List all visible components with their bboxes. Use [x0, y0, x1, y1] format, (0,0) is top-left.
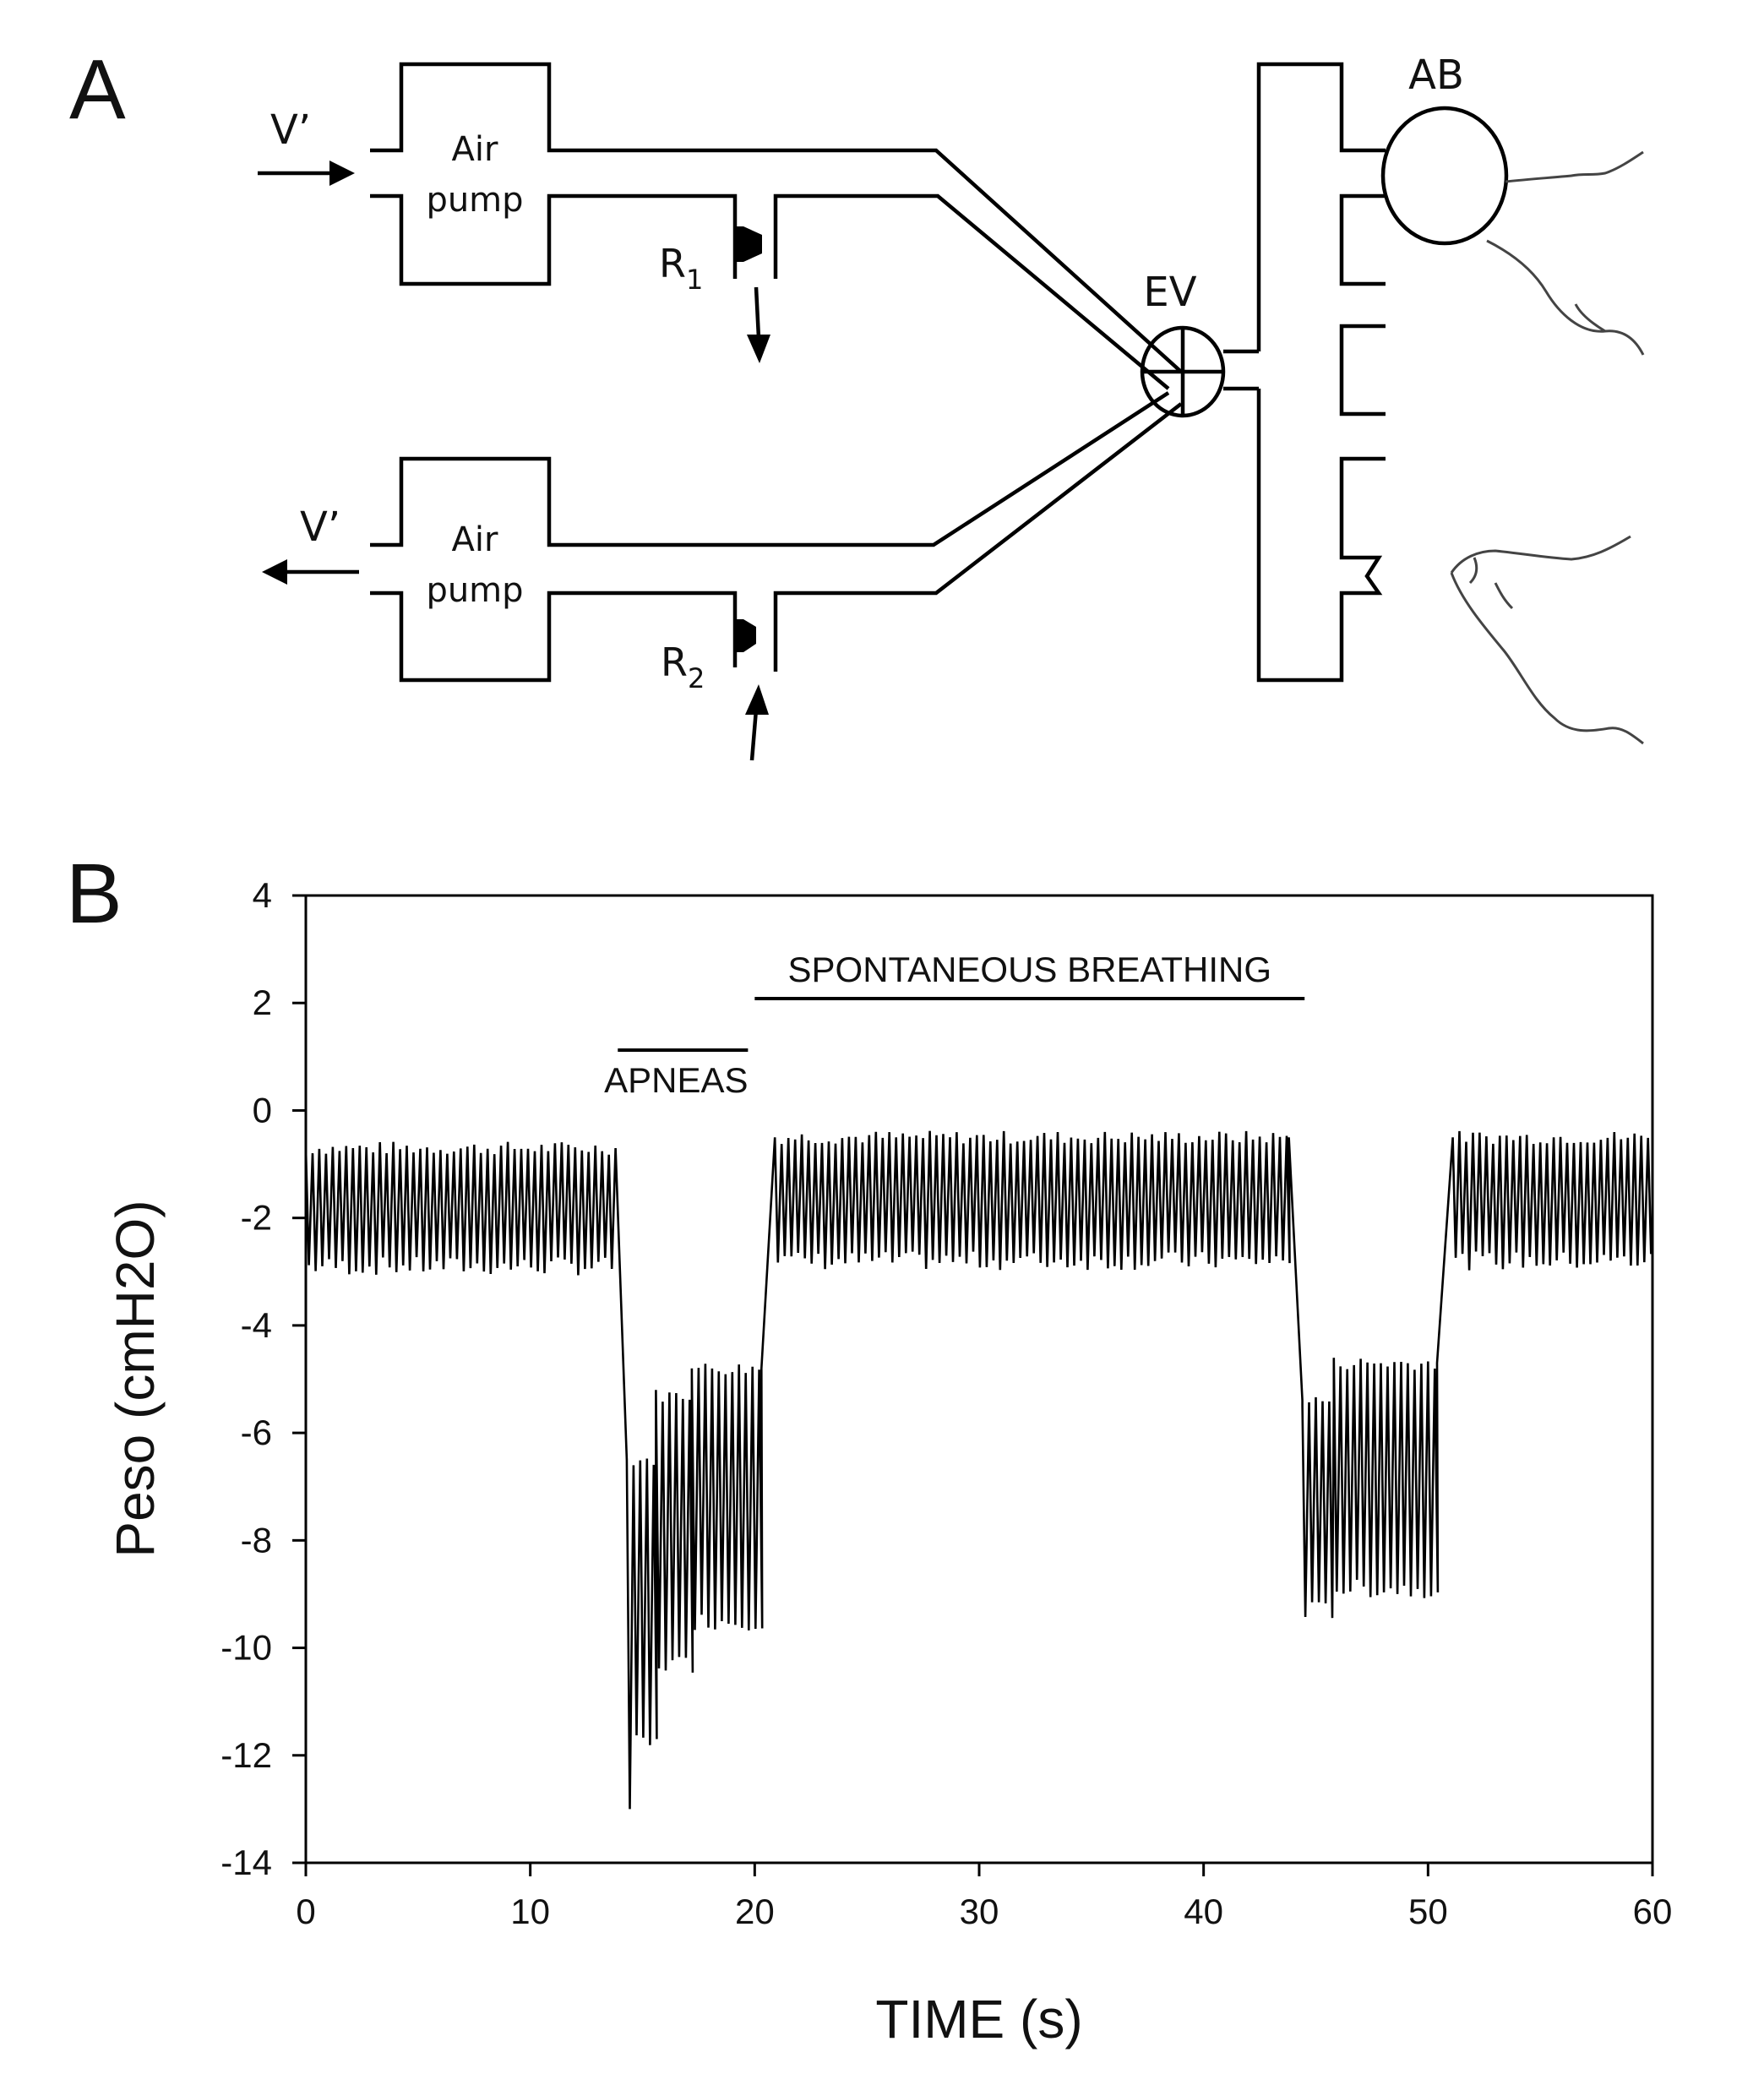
y-tick-label: -6 — [241, 1413, 272, 1452]
valve-ev-label: EV — [1143, 269, 1196, 316]
plot-frame — [304, 894, 1654, 1865]
r2-arrow-icon — [745, 684, 769, 715]
y-axis-ticks: -14 -12 -10 -8 -6 -4 -2 0 2 4 — [220, 875, 306, 1882]
peso-trace-series — [304, 1130, 1652, 1810]
x-axis-label: TIME (s) — [875, 1989, 1082, 2050]
y-tick-label: -4 — [241, 1305, 272, 1345]
y-axis-label: Peso (cmH2O) — [105, 1200, 166, 1557]
y-tick-label: -2 — [241, 1198, 272, 1238]
flow-out-label: V’ — [300, 504, 340, 551]
x-tick-label: 60 — [1633, 1892, 1673, 1931]
box-middle-segment-2 — [1339, 324, 1386, 416]
apneas-annotation: APNEAS — [604, 1060, 748, 1100]
y-tick-label: 2 — [253, 983, 272, 1022]
panel-a-letter: A — [69, 42, 126, 137]
air-pump-bottom-label-line2: pump — [426, 571, 523, 610]
y-tick-label: -14 — [220, 1843, 272, 1882]
y-tick-label: -8 — [241, 1520, 272, 1560]
y-tick-label: -10 — [220, 1628, 272, 1668]
animal-head-bottom-sketch — [1450, 535, 1644, 745]
resistor-r1-shape — [735, 226, 762, 262]
panel-a-schematic: A V’ — [69, 42, 1645, 761]
y-tick-label: -12 — [220, 1735, 272, 1775]
panel-b-chart: B -14 -12 -10 -8 -6 -4 -2 0 2 4 0 10 20 30 40 50 60 APN… — [66, 847, 1672, 2050]
box-left-wall-lower — [1256, 389, 1386, 683]
panel-b-letter: B — [66, 847, 122, 941]
tube-bottom-lower — [773, 402, 1183, 672]
r2-arrow-shaft — [749, 709, 759, 761]
x-tick-label: 50 — [1408, 1892, 1448, 1931]
x-axis-ticks: 0 10 20 30 40 50 60 — [296, 1863, 1672, 1931]
r1-arrow-icon — [747, 335, 770, 363]
spontaneous-breathing-annotation: SPONTANEOUS BREATHING — [788, 950, 1272, 989]
tube-top-lower — [773, 193, 1170, 390]
airway-balloon-ab — [1380, 106, 1509, 246]
resistor-r2-letter: R — [661, 640, 688, 685]
air-pump-top-label-line1: Air — [452, 130, 498, 169]
air-pump-top-label-line2: pump — [426, 181, 523, 220]
air-pump-top-body — [370, 62, 1183, 373]
y-tick-label: 4 — [253, 875, 272, 915]
resistor-r1-letter: R — [659, 241, 686, 286]
balloon-ab-label: AB — [1408, 52, 1464, 99]
resistor-r1-label: R1 — [659, 241, 703, 296]
x-tick-label: 20 — [735, 1892, 775, 1931]
air-pump-bottom-body-lower — [370, 591, 738, 683]
air-pump-bottom-label-line1: Air — [452, 520, 498, 559]
electrovalve-cross — [1142, 328, 1223, 416]
x-tick-label: 40 — [1184, 1892, 1223, 1931]
x-tick-label: 0 — [296, 1892, 315, 1931]
arrow-out-icon — [262, 559, 287, 585]
animal-head-top-sketch — [1486, 150, 1645, 356]
flow-in-label: V’ — [270, 106, 311, 154]
x-tick-label: 30 — [960, 1892, 999, 1931]
resistor-r2-subscript: 2 — [688, 662, 705, 694]
y-tick-label: 0 — [253, 1090, 272, 1130]
resistor-r1-subscript: 1 — [686, 264, 703, 296]
r1-arrow-shaft — [754, 286, 761, 339]
resistor-r2-label: R2 — [661, 640, 705, 694]
arrow-in-icon — [329, 161, 355, 186]
air-pump-bottom-body — [370, 391, 1170, 547]
box-middle-segment-1 — [1339, 193, 1386, 286]
valve-to-box-tube — [1223, 349, 1259, 391]
air-pump-top-body-lower — [370, 193, 738, 286]
box-left-wall — [1256, 62, 1386, 351]
x-tick-label: 10 — [510, 1892, 550, 1931]
resistor-r2-shape — [735, 619, 756, 652]
